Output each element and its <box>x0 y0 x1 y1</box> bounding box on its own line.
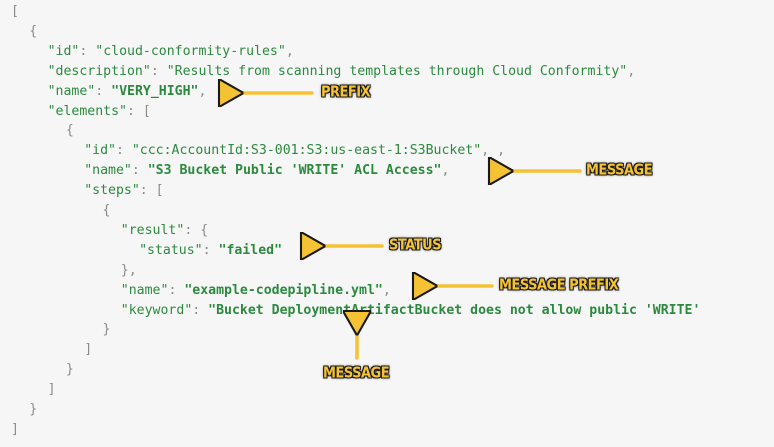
json-punctuation: } <box>65 362 74 378</box>
json-punctuation: : [ <box>139 183 164 199</box>
code-line: ] <box>11 420 19 440</box>
json-key: "name" <box>84 163 132 179</box>
code-line: { <box>103 201 111 221</box>
annotation-message-keyword: MESSAGE <box>323 364 390 383</box>
code-line: "id": "ccc:AccountId:S3-001:S3:us-east-1… <box>84 141 505 161</box>
code-line: }, <box>121 261 137 281</box>
json-punctuation: , <box>627 63 636 79</box>
json-punctuation: , , <box>481 143 506 159</box>
json-punctuation: ] <box>47 382 56 398</box>
json-punctuation: : <box>95 83 112 99</box>
annotation-status: STATUS <box>389 236 442 255</box>
json-key: "id" <box>47 43 80 59</box>
code-line: "steps": [ <box>84 181 163 201</box>
json-punctuation: : [ <box>127 103 151 119</box>
json-key: "result" <box>120 222 185 238</box>
json-punctuation: : <box>168 282 185 298</box>
json-value: "VERY_HIGH" <box>111 83 199 99</box>
json-key: "name" <box>120 282 169 298</box>
json-punctuation: } <box>102 322 111 338</box>
json-punctuation: }, <box>120 262 137 278</box>
json-value: "example-codepipline.yml" <box>184 282 383 298</box>
annotation-prefix: PREFIX <box>321 83 371 102</box>
json-punctuation: { <box>29 23 38 39</box>
json-punctuation: : <box>192 302 209 318</box>
json-punctuation: : <box>131 163 148 179</box>
json-punctuation: , <box>285 43 294 59</box>
code-line: } <box>66 360 74 380</box>
json-key: "id" <box>84 143 116 159</box>
json-punctuation: : <box>150 63 167 79</box>
json-punctuation: ] <box>11 421 19 437</box>
code-line: "name": "example-codepipline.yml", <box>121 281 391 301</box>
json-key: "name" <box>47 83 96 99</box>
code-line: [ <box>11 2 19 22</box>
json-punctuation: , <box>198 83 207 99</box>
json-punctuation: : { <box>184 222 209 238</box>
annotation-message-name: MESSAGE <box>586 161 653 180</box>
code-line: "status": "failed" <box>139 241 282 261</box>
code-line: "name": "VERY_HIGH", <box>48 82 207 102</box>
code-line: } <box>29 400 37 420</box>
json-punctuation: , <box>382 282 391 298</box>
code-line: ] <box>84 340 92 360</box>
code-line: "name": "S3 Bucket Public 'WRITE' ACL Ac… <box>84 161 449 181</box>
code-line: } <box>103 320 111 340</box>
json-punctuation: { <box>65 123 74 139</box>
json-value: "ccc:AccountId:S3-001:S3:us-east-1:S3Buc… <box>131 143 482 159</box>
json-punctuation: ] <box>84 342 93 358</box>
json-value: "cloud-conformity-rules" <box>95 43 286 59</box>
code-line: "description": "Results from scanning te… <box>48 62 636 82</box>
code-line: "keyword": "Bucket DeploymentArtifactBuc… <box>121 301 701 321</box>
code-line: "elements": [ <box>48 102 151 122</box>
json-value: "Bucket DeploymentArtifactBucket does no… <box>208 302 701 318</box>
code-line: "result": { <box>121 221 208 241</box>
json-key: "status" <box>139 242 203 258</box>
json-punctuation: [ <box>11 4 19 19</box>
json-punctuation: } <box>29 402 38 417</box>
json-key: "keyword" <box>120 302 193 318</box>
json-key: "elements" <box>47 103 127 119</box>
annotation-message-prefix: MESSAGE PREFIX <box>499 276 619 295</box>
json-punctuation: { <box>102 203 111 218</box>
code-line: ] <box>48 380 56 400</box>
json-punctuation: : <box>79 43 96 59</box>
json-value: "Results from scanning templates through… <box>166 63 628 79</box>
json-punctuation: : <box>202 242 219 258</box>
code-line: { <box>29 22 37 42</box>
json-key: "steps" <box>84 183 140 199</box>
json-value: "failed" <box>218 242 283 258</box>
json-key: "description" <box>47 63 151 79</box>
json-punctuation: : <box>115 143 132 159</box>
code-line: "id": "cloud-conformity-rules", <box>48 42 294 62</box>
json-punctuation: , <box>441 163 450 179</box>
json-value: "S3 Bucket Public 'WRITE' ACL Access" <box>147 163 442 179</box>
code-line: { <box>66 121 74 141</box>
